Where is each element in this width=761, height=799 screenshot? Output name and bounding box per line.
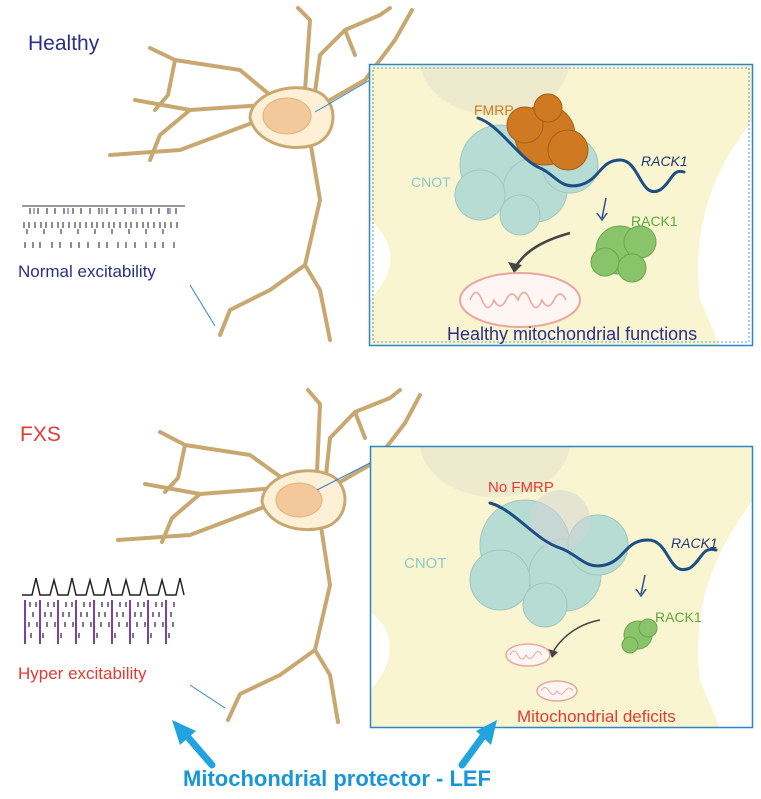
healthy-zoom-content bbox=[369, 64, 753, 346]
healthy-nucleus bbox=[262, 97, 312, 135]
fmrp-absent-ghost bbox=[530, 490, 590, 550]
cnot-label-healthy: CNOT bbox=[411, 174, 451, 190]
rack1-protein-healthy bbox=[590, 225, 657, 283]
fxs-zoom-line bbox=[316, 461, 373, 491]
mitochondrion-fxs-1 bbox=[505, 643, 551, 667]
fxs-zoom-content bbox=[370, 446, 753, 728]
healthy-title: Healthy bbox=[28, 32, 100, 55]
mito-arrow-fxs bbox=[551, 619, 601, 655]
rack1-mrna-label-fxs: RACK1 bbox=[671, 535, 718, 551]
rack1-mrna-fxs bbox=[488, 501, 718, 572]
no-fmrp-label: No FMRP bbox=[488, 479, 554, 496]
fmrp-protein bbox=[506, 93, 589, 171]
mito-protector-lef-label: Mitochondrial protector - LEF bbox=[183, 766, 491, 791]
healthy-zoom-line bbox=[314, 79, 371, 113]
hyper-raster-plot bbox=[22, 577, 185, 644]
hyper-excitability-label: Hyper excitability bbox=[18, 664, 147, 683]
mito-arrow-healthy bbox=[513, 231, 571, 269]
healthy-pointer-line bbox=[189, 284, 216, 327]
mito-deficits-label: Mitochondrial deficits bbox=[517, 707, 676, 726]
mitochondrion-healthy bbox=[459, 272, 581, 328]
lef-arrow-left bbox=[172, 720, 216, 769]
translation-arrow-healthy bbox=[596, 197, 608, 222]
fxs-zoom-box bbox=[369, 445, 754, 729]
lef-arrow-right bbox=[458, 720, 497, 769]
translation-arrow-fxs bbox=[635, 574, 647, 598]
fxs-nucleus bbox=[275, 482, 323, 518]
rack1-mrna-label-healthy: RACK1 bbox=[641, 153, 688, 169]
healthy-zoom-box bbox=[368, 63, 754, 347]
rack1-protein-label-healthy: RACK1 bbox=[631, 213, 678, 229]
fxs-title: FXS bbox=[20, 423, 61, 446]
cnot-label-fxs: CNOT bbox=[404, 555, 447, 572]
normal-raster-plot bbox=[22, 205, 185, 248]
fmrp-label: FMRP bbox=[474, 102, 514, 118]
normal-excitability-label: Normal excitability bbox=[18, 262, 156, 281]
healthy-neuron bbox=[108, 6, 414, 342]
rack1-protein-fxs bbox=[621, 618, 658, 654]
rack1-mrna-healthy bbox=[476, 116, 686, 194]
rack1-protein-label-fxs: RACK1 bbox=[655, 609, 702, 625]
fxs-pointer-line bbox=[189, 684, 226, 709]
mitochondrion-fxs-2 bbox=[536, 680, 578, 702]
healthy-mito-functions-label: Healthy mitochondrial functions bbox=[447, 324, 698, 344]
